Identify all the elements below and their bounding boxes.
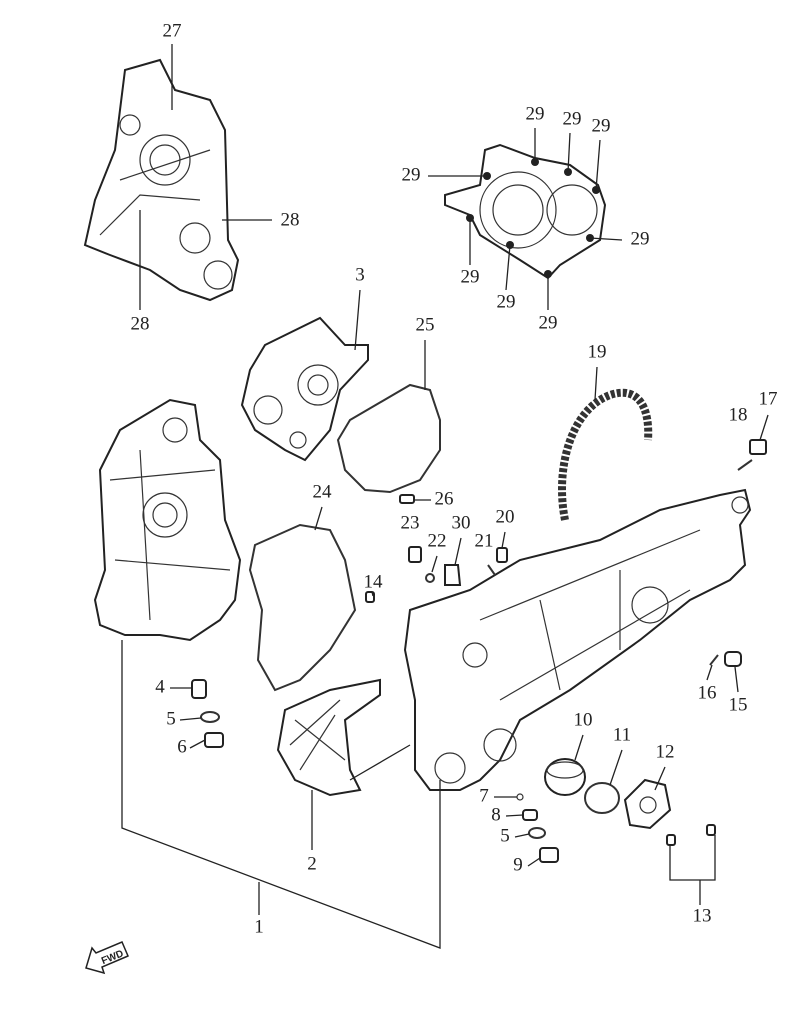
callout-labels: 27 28 28 29 29 29 29 29 29 29 29 3 25 19… [131, 20, 778, 937]
label-28: 28 [131, 313, 150, 334]
label-19: 19 [588, 341, 607, 362]
label-16: 16 [698, 682, 717, 703]
label-9: 9 [513, 854, 523, 875]
part-29-cover [444, 143, 607, 280]
label-17: 17 [759, 388, 778, 409]
label-2: 2 [307, 853, 317, 874]
label-26: 26 [435, 488, 454, 509]
label-28: 28 [281, 209, 300, 230]
label-11: 11 [613, 724, 631, 745]
label-29: 29 [592, 115, 611, 136]
label-22: 22 [428, 530, 447, 551]
label-18: 18 [729, 404, 748, 425]
label-15: 15 [729, 694, 748, 715]
label-7: 7 [479, 785, 489, 806]
label-29: 29 [461, 266, 480, 287]
label-25: 25 [416, 314, 435, 335]
label-23: 23 [401, 512, 420, 533]
part-24-gasket [248, 523, 357, 692]
label-29: 29 [563, 108, 582, 129]
label-29: 29 [497, 291, 516, 312]
part-2-cover [276, 678, 381, 797]
label-13: 13 [693, 905, 712, 926]
leader-lines [121, 44, 769, 949]
part-19-strip [558, 388, 653, 521]
part-1-left-crankcase [93, 398, 242, 642]
label-21: 21 [475, 530, 494, 551]
label-20: 20 [496, 506, 515, 527]
label-3: 3 [355, 264, 365, 285]
label-8: 8 [491, 804, 501, 825]
label-29: 29 [631, 228, 650, 249]
label-30: 30 [452, 512, 471, 533]
label-29: 29 [526, 103, 545, 124]
label-5: 5 [500, 825, 510, 846]
label-29: 29 [539, 312, 558, 333]
part-25-gasket [336, 383, 441, 494]
label-4: 4 [155, 676, 165, 697]
label-14: 14 [364, 571, 384, 592]
part-main-crankcase [403, 488, 752, 791]
label-27: 27 [163, 20, 182, 41]
label-6: 6 [177, 736, 187, 757]
small-parts [191, 439, 767, 863]
fwd-arrow-icon: FWD [85, 941, 129, 975]
part-27-left-cover [83, 58, 240, 302]
label-5: 5 [166, 708, 176, 729]
label-29: 29 [402, 164, 421, 185]
label-1: 1 [254, 916, 264, 937]
part-3-clutch-cover [240, 316, 369, 462]
label-12: 12 [656, 741, 675, 762]
label-24: 24 [313, 481, 333, 502]
label-10: 10 [574, 709, 593, 730]
